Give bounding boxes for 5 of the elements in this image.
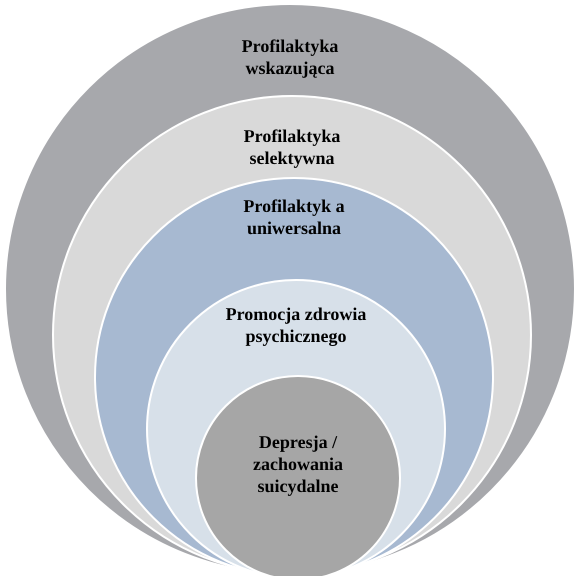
circle-label: Profilaktyka wskazująca	[240, 35, 340, 79]
circle-label: Profilaktyka selektywna	[242, 125, 342, 169]
circle-label: Profilaktyk a uniwersalna	[242, 195, 346, 239]
circle-label: Depresja / zachowania suicydalne	[252, 431, 344, 497]
circle-label: Promocja zdrowia psychicznego	[224, 303, 368, 347]
